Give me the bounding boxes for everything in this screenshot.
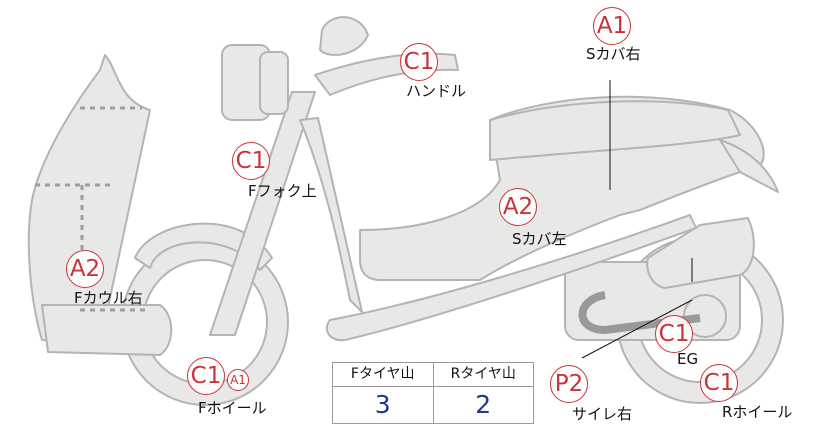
headlight-bezel [260,52,288,114]
label-s-cover-right: Sカバ右 [586,43,641,64]
grade-f-cowl-right: A2 [66,250,104,288]
label-handle: ハンドル [406,80,466,101]
front-lower-cowl [42,305,171,355]
label-r-wheel: Rホイール [722,401,792,422]
label-s-cover-left: Sカバ左 [512,228,567,249]
label-engine: EG [677,350,698,368]
grade-s-cover-right: A1 [593,7,631,45]
grade-engine: C1 [655,315,693,353]
header-front-tread: Fタイヤ山 [333,363,433,387]
grade-handle: C1 [400,43,438,81]
tread-table-value-row: 3 2 [333,387,533,423]
grade-f-wheel-primary: C1 [187,357,225,395]
grade-side-muffler-right: P2 [550,365,588,403]
tire-tread-table: Fタイヤ山 Rタイヤ山 3 2 [332,362,534,424]
down-frame [300,118,362,312]
value-rear-tread: 2 [433,387,534,423]
label-f-wheel: Fホイール [198,397,267,418]
label-f-fork-upper: Fフォク上 [248,180,317,201]
grade-r-wheel: C1 [700,364,738,402]
header-rear-tread: Rタイヤ山 [433,363,534,387]
tread-table-header-row: Fタイヤ山 Rタイヤ山 [333,363,533,387]
grade-s-cover-left: A2 [499,188,537,226]
grade-f-wheel-secondary: A1 [227,369,249,391]
label-f-cowl-right: Fカウル右 [74,287,143,308]
label-side-muffler-right: サイレ右 [572,403,632,424]
value-front-tread: 3 [333,387,433,423]
mirror [320,17,368,55]
grade-f-fork-upper: C1 [232,142,270,180]
